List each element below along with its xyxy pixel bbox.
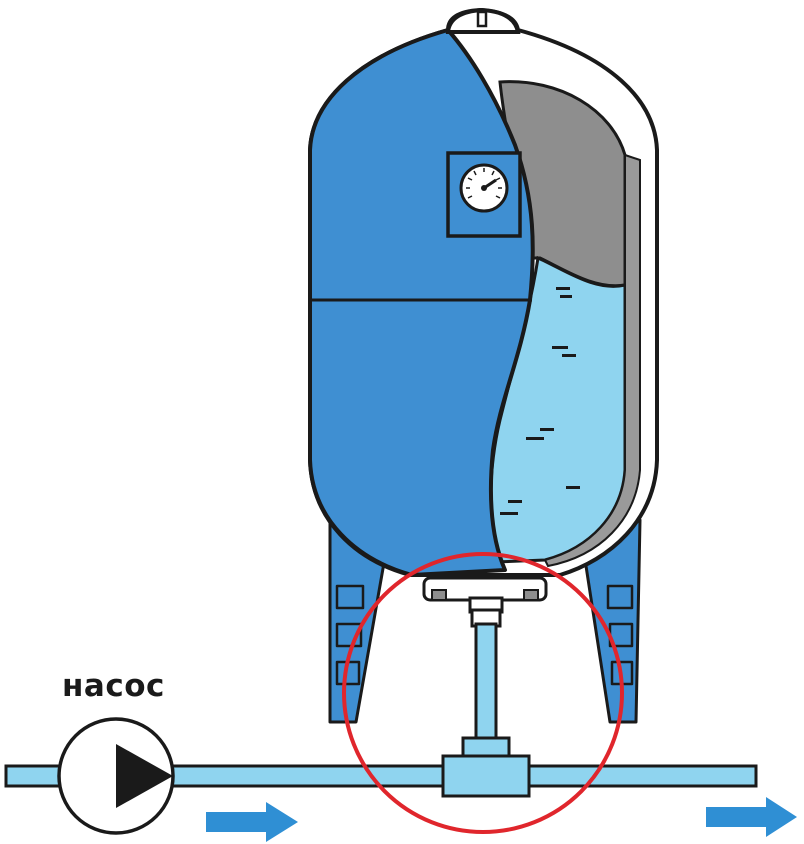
pump-label: насос bbox=[62, 668, 165, 704]
flow-arrow-icon bbox=[206, 797, 797, 842]
tee-fitting bbox=[441, 736, 531, 798]
air-valve bbox=[476, 10, 488, 28]
pump-icon bbox=[57, 717, 175, 835]
water-ripples bbox=[500, 287, 580, 515]
flow-arrow-right bbox=[706, 797, 797, 837]
connection-pipe bbox=[474, 622, 498, 742]
flow-arrow-left bbox=[206, 802, 298, 842]
membrane-wall bbox=[543, 153, 641, 568]
pressure-gauge-icon bbox=[446, 151, 522, 238]
tank-flange bbox=[422, 576, 548, 628]
highlight-ring bbox=[342, 552, 624, 834]
